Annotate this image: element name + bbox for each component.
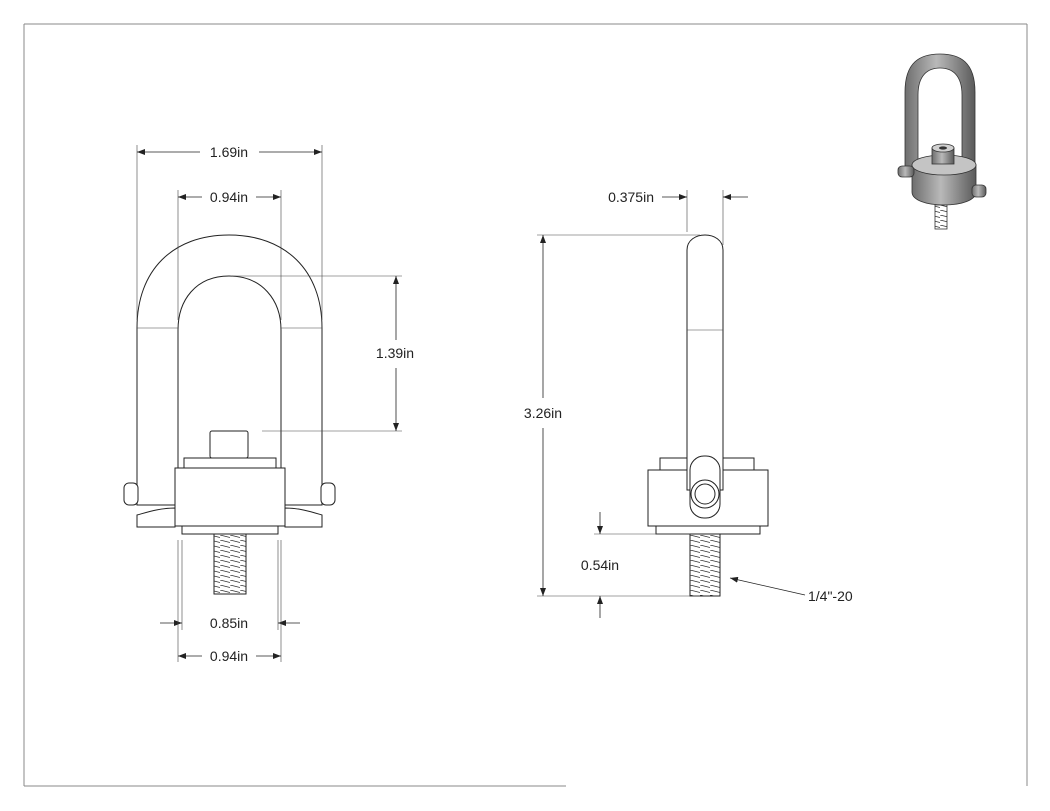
iso-pin-right (971, 184, 987, 198)
dim-thread-length: 0.54in (581, 512, 690, 618)
dim-bail-thickness-label: 0.375in (608, 189, 654, 205)
dim-overall-height: 3.26in (524, 234, 700, 597)
dim-thread-length-label: 0.54in (581, 557, 619, 573)
iso-socket-hole (939, 146, 947, 150)
side-washer (655, 525, 761, 535)
dim-inner-height: 1.39in (232, 275, 414, 432)
iso-stud (934, 204, 948, 230)
side-stud (689, 533, 721, 597)
front-pin-left (123, 482, 139, 506)
dim-inner-height-label: 1.39in (376, 345, 414, 361)
drawing-border (23, 23, 1028, 787)
dim-inner-width-label: 0.94in (210, 189, 248, 205)
thread-callout: 1/4"-20 (729, 576, 853, 604)
dim-base-outer: 0.94in (177, 540, 282, 664)
front-washer (181, 525, 279, 535)
dim-base-outer-label: 0.94in (210, 648, 248, 664)
front-view (123, 234, 336, 595)
dim-bail-thickness: 0.375in (608, 189, 748, 245)
front-socket-head (209, 430, 249, 459)
front-collar-top (183, 457, 277, 469)
iso-thumbnail (897, 53, 987, 230)
side-pin-inner (694, 483, 716, 505)
dim-inner-width: 0.94in (177, 189, 282, 320)
front-notch-right (284, 507, 323, 528)
side-view (647, 234, 769, 597)
side-bail (686, 234, 724, 491)
dim-overall-height-label: 3.26in (524, 405, 562, 421)
dim-base-inner-label: 0.85in (210, 615, 248, 631)
front-collar (174, 467, 286, 527)
front-notch-left (136, 507, 176, 528)
thread-callout-label: 1/4"-20 (808, 588, 853, 604)
dim-base-inner: 0.85in (160, 540, 300, 631)
iso-pin-left (897, 165, 915, 178)
dim-overall-width-label: 1.69in (210, 144, 248, 160)
front-pin-right (320, 482, 336, 506)
front-stud (213, 533, 247, 595)
dim-overall-width: 1.69in (136, 144, 323, 320)
